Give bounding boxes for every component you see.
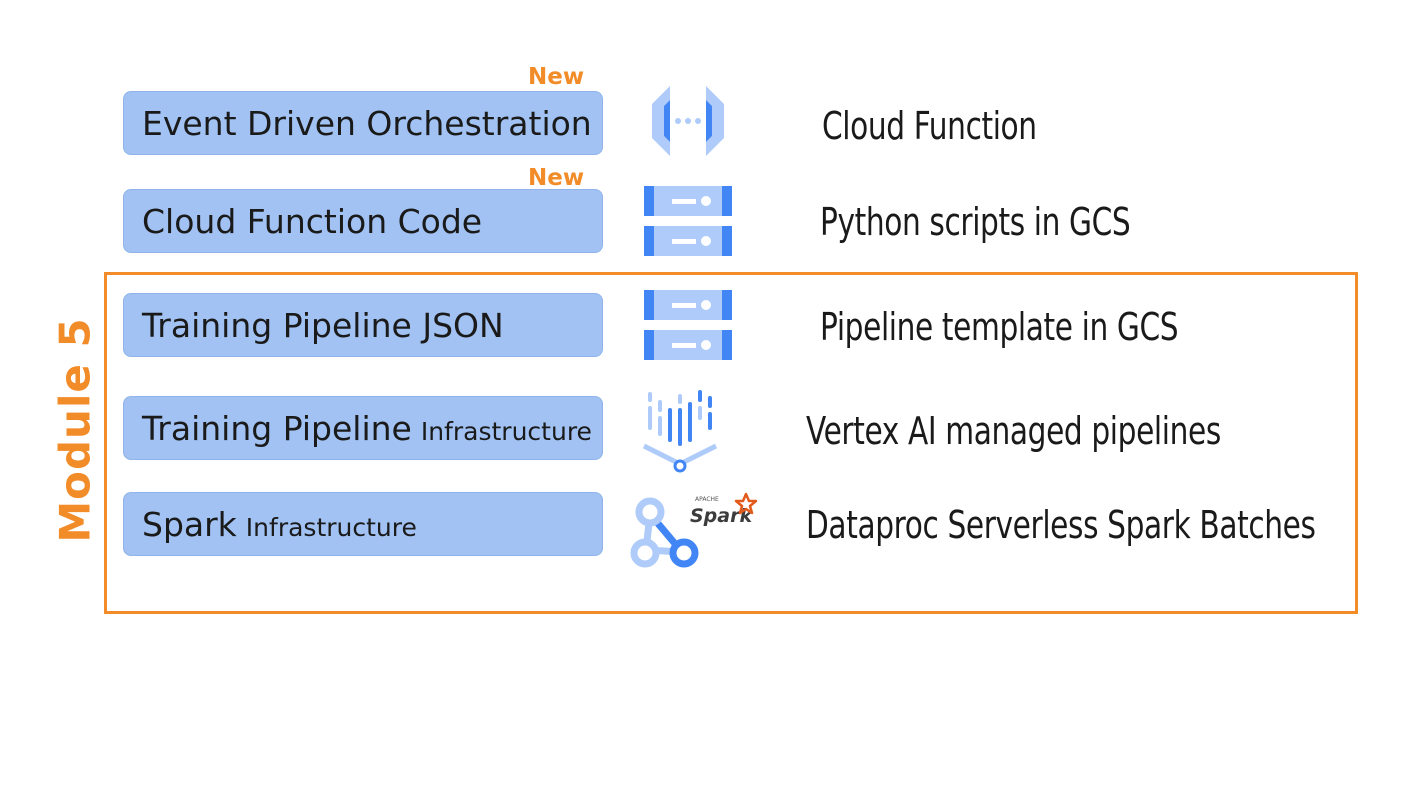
module-5-frame — [104, 272, 1358, 614]
layer-training-pipeline-infrastructure: Training Pipeline Infrastructure — [123, 396, 603, 460]
spark-logo-apache-text: APACHE — [695, 496, 719, 503]
cloud-storage-icon — [644, 186, 732, 256]
description-python-scripts: Python scripts in GCS — [820, 200, 1131, 244]
layer-cloud-function-code: Cloud Function Code — [123, 189, 603, 253]
layer-training-pipeline-json: Training Pipeline JSON — [123, 293, 603, 357]
layer-label: Spark — [142, 504, 237, 544]
description-dataproc: Dataproc Serverless Spark Batches — [806, 503, 1316, 547]
module-label: Module 5 — [50, 317, 100, 543]
vertex-ai-icon — [642, 390, 718, 473]
description-pipeline-template: Pipeline template in GCS — [820, 305, 1179, 349]
new-badge-cloud-function-code: New — [528, 165, 585, 191]
dataproc-spark-icon: APACHE Spark — [630, 490, 758, 568]
new-badge-event-driven: New — [528, 64, 585, 90]
layer-sublabel: Infrastructure — [420, 416, 592, 446]
layer-spark-infrastructure: Spark Infrastructure — [123, 492, 603, 556]
description-vertex-ai: Vertex AI managed pipelines — [806, 409, 1221, 453]
cloud-storage-icon — [644, 290, 732, 360]
spark-logo-text: Spark — [690, 505, 753, 527]
layer-label: Training Pipeline — [142, 408, 412, 448]
layer-event-driven-orchestration: Event Driven Orchestration — [123, 91, 603, 155]
layer-sublabel: Infrastructure — [245, 512, 417, 542]
cloud-functions-icon — [652, 86, 724, 156]
layer-label: Event Driven Orchestration — [142, 103, 592, 143]
layer-label: Cloud Function Code — [142, 201, 483, 241]
description-cloud-function: Cloud Function — [822, 104, 1037, 148]
layer-label: Training Pipeline JSON — [142, 305, 504, 345]
